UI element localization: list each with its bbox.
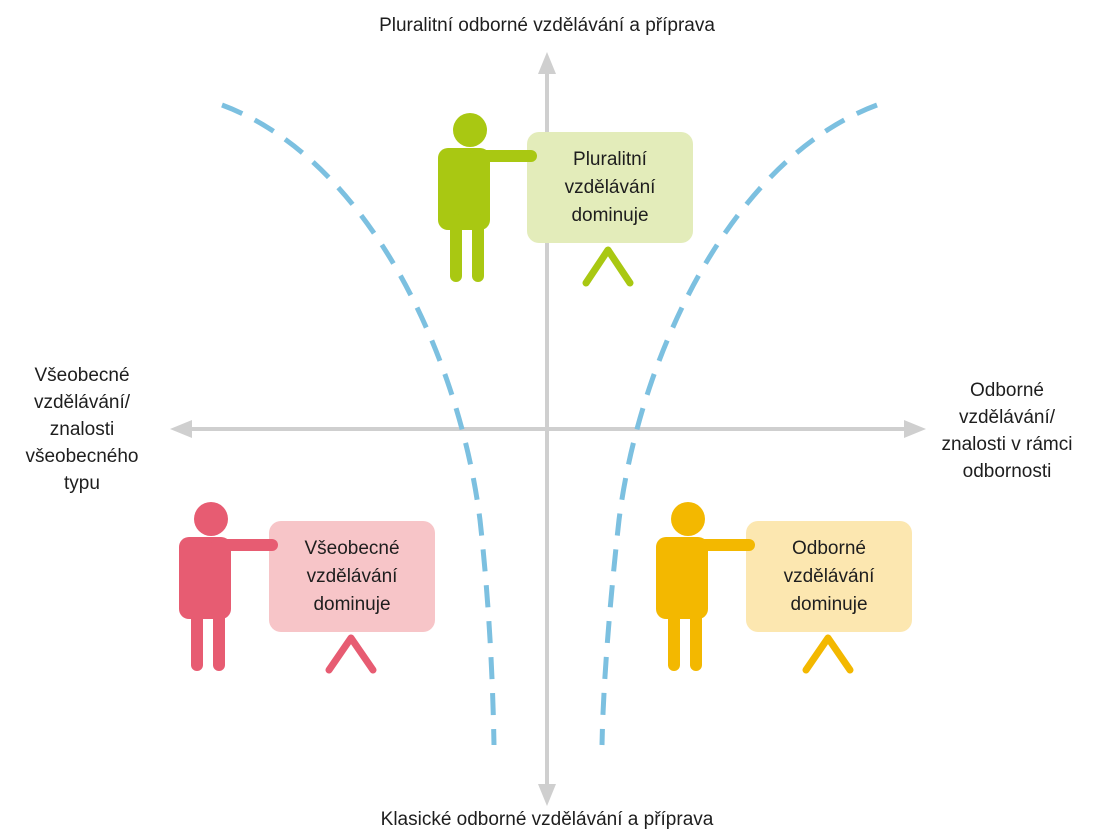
person-leg-left-plural	[450, 214, 462, 282]
board-text-line: vzdělávání	[783, 566, 875, 587]
board-vocational	[746, 521, 912, 632]
board-text-line: vzdělávání	[306, 566, 398, 587]
axis-arrow-right	[904, 420, 926, 438]
board-text-line: Všeobecné	[304, 538, 400, 559]
person-leg-right-vocational	[690, 603, 702, 671]
easel-plural	[582, 246, 634, 287]
person-body-general	[179, 537, 231, 619]
figure-general	[179, 502, 435, 674]
axis-label-left-line: vzdělávání/	[33, 392, 131, 413]
board-text-line: Pluralitní	[573, 149, 647, 170]
person-leg-right-plural	[472, 214, 484, 282]
board-text-vocational: Odborné vzdělávání dominuje	[746, 535, 912, 619]
board-text-line: vzdělávání	[564, 177, 656, 198]
person-arm-plural	[470, 150, 537, 162]
axis-label-top: Pluralitní odborné vzdělávání a příprava	[379, 15, 715, 36]
easel-general	[325, 634, 377, 674]
board-text-line: Odborné	[792, 538, 866, 559]
board-general	[269, 521, 435, 632]
axis-label-left-line: všeobecného	[25, 446, 139, 467]
easel-vocational	[802, 634, 854, 674]
person-head-general	[194, 502, 228, 536]
person-leg-right-general	[213, 603, 225, 671]
axis-arrow-down	[538, 784, 556, 806]
axis-label-left: Všeobecné vzdělávání/ znalosti všeobecné…	[2, 362, 162, 497]
person-arm-general	[211, 539, 278, 551]
board-text-plural: Pluralitní vzdělávání dominuje	[527, 146, 693, 230]
person-leg-left-general	[191, 603, 203, 671]
person-body-plural	[438, 148, 490, 230]
person-arm-vocational	[688, 539, 755, 551]
axis-label-bottom: Klasické odborné vzdělávání a příprava	[380, 809, 714, 830]
axis-label-left-line: znalosti	[49, 419, 115, 440]
axis-arrow-up	[538, 52, 556, 74]
axis-label-left-line: typu	[64, 473, 100, 494]
person-leg-left-vocational	[668, 603, 680, 671]
axis-label-right-line: Odborné	[970, 380, 1044, 401]
axis-label-right: Odborné vzdělávání/ znalosti v rámci odb…	[922, 377, 1092, 485]
axis-arrow-left	[170, 420, 192, 438]
axis-label-left-line: Všeobecné	[34, 365, 130, 386]
figure-plural	[438, 113, 693, 287]
figure-vocational	[656, 502, 912, 674]
board-text-general: Všeobecné vzdělávání dominuje	[269, 535, 435, 619]
board-text-line: dominuje	[790, 594, 868, 615]
board-text-line: dominuje	[313, 594, 391, 615]
axis-label-right-line: vzdělávání/	[958, 407, 1056, 428]
board-plural	[527, 132, 693, 243]
left-dashed-curve	[221, 102, 497, 746]
person-head-vocational	[671, 502, 705, 536]
person-head-plural	[453, 113, 487, 147]
board-text-line: dominuje	[571, 205, 649, 226]
person-body-vocational	[656, 537, 708, 619]
axis-label-right-line: odbornosti	[962, 461, 1052, 482]
axis-label-right-line: znalosti v rámci	[941, 434, 1073, 455]
horizontal-axis	[170, 420, 926, 438]
right-dashed-curve	[599, 102, 878, 746]
